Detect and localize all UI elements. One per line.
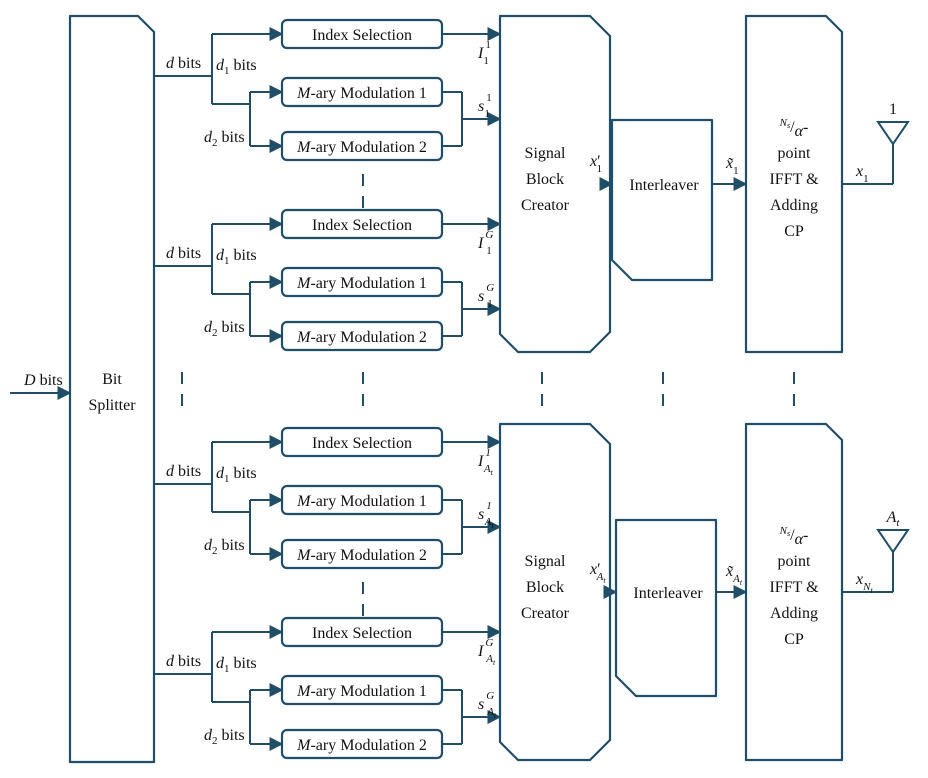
signal-block-creator-label: Block <box>526 579 564 596</box>
mary-mod1-label: M-ary Modulation 1 <box>296 275 427 292</box>
ifft-fraction-label: Ns/α- <box>779 525 809 548</box>
ifft-label: point <box>778 553 811 570</box>
signal-block-creator-label: Creator <box>521 197 570 214</box>
ifft-label: Adding <box>770 197 818 214</box>
interleaver-label: Interleaver <box>629 177 699 194</box>
input-label: D bits <box>23 372 63 389</box>
index-selection-label: Index Selection <box>312 625 412 642</box>
x-tilde-label: x̃1 <box>725 155 739 177</box>
mary-mod2-label: M-ary Modulation 2 <box>296 737 427 754</box>
bit-splitter-label-1: Bit <box>102 371 122 388</box>
d-bits-label: d bits <box>166 463 201 480</box>
signal-block-creator-label: Signal <box>525 553 566 570</box>
index-selection-label: Index Selection <box>312 435 412 452</box>
ifft-label: CP <box>784 223 804 240</box>
ifft-label: point <box>778 145 811 162</box>
ifft-label: CP <box>784 631 804 648</box>
antenna-icon <box>876 121 910 146</box>
x-tilde-label: x̃At <box>725 563 743 587</box>
bit-splitter-label-2: Splitter <box>88 397 136 414</box>
d-bits-label: d bits <box>166 245 201 262</box>
antenna-icon <box>876 529 910 554</box>
ifft-label: Adding <box>770 605 818 622</box>
d2-bits-label: d2 bits <box>204 537 245 557</box>
x-prime-label: x′1 <box>589 153 602 175</box>
ifft-block <box>744 14 844 354</box>
index-selection-label: Index Selection <box>312 27 412 44</box>
mary-mod2-label: M-ary Modulation 2 <box>296 139 427 156</box>
antenna-index-label: 1 <box>889 101 897 118</box>
d-bits-label: d bits <box>166 55 201 72</box>
mary-mod1-label: M-ary Modulation 1 <box>296 493 427 510</box>
d2-bits-label: d2 bits <box>204 319 245 339</box>
mary-mod1-label: M-ary Modulation 1 <box>296 85 427 102</box>
d2-bits-label: d2 bits <box>204 129 245 149</box>
ifft-label: IFFT & <box>769 171 819 188</box>
d1-bits-label: d1 bits <box>216 247 257 267</box>
signal-block-creator-label: Signal <box>525 145 566 162</box>
mary-mod2-label: M-ary Modulation 2 <box>296 547 427 564</box>
x-prime-label: x′At <box>589 561 606 585</box>
interleaver-label: Interleaver <box>633 585 703 602</box>
d1-bits-label: d1 bits <box>216 655 257 675</box>
d-bits-label: d bits <box>166 653 201 670</box>
index-selection-label: Index Selection <box>312 217 412 234</box>
mary-mod1-label: M-ary Modulation 1 <box>296 683 427 700</box>
antenna-signal-label: xNt <box>855 571 873 595</box>
interleaver-box <box>614 518 718 698</box>
mary-mod2-label: M-ary Modulation 2 <box>296 329 427 346</box>
d1-bits-label: d1 bits <box>216 57 257 77</box>
signal-block-creator-label: Creator <box>521 605 570 622</box>
signal-block-creator-label: Block <box>526 171 564 188</box>
d2-bits-label: d2 bits <box>204 727 245 747</box>
ifft-fraction-label: Ns/α- <box>779 117 809 140</box>
signal-block-creator-box <box>498 422 612 762</box>
d1-bits-label: d1 bits <box>216 465 257 485</box>
ifft-label: IFFT & <box>769 579 819 596</box>
antenna-index-label: At <box>886 509 901 529</box>
antenna-signal-label: x1 <box>855 163 869 185</box>
ifft-block <box>744 422 844 762</box>
interleaver-box <box>610 118 714 282</box>
bit-splitter-block <box>68 14 156 764</box>
signal-block-creator-box <box>498 14 612 354</box>
